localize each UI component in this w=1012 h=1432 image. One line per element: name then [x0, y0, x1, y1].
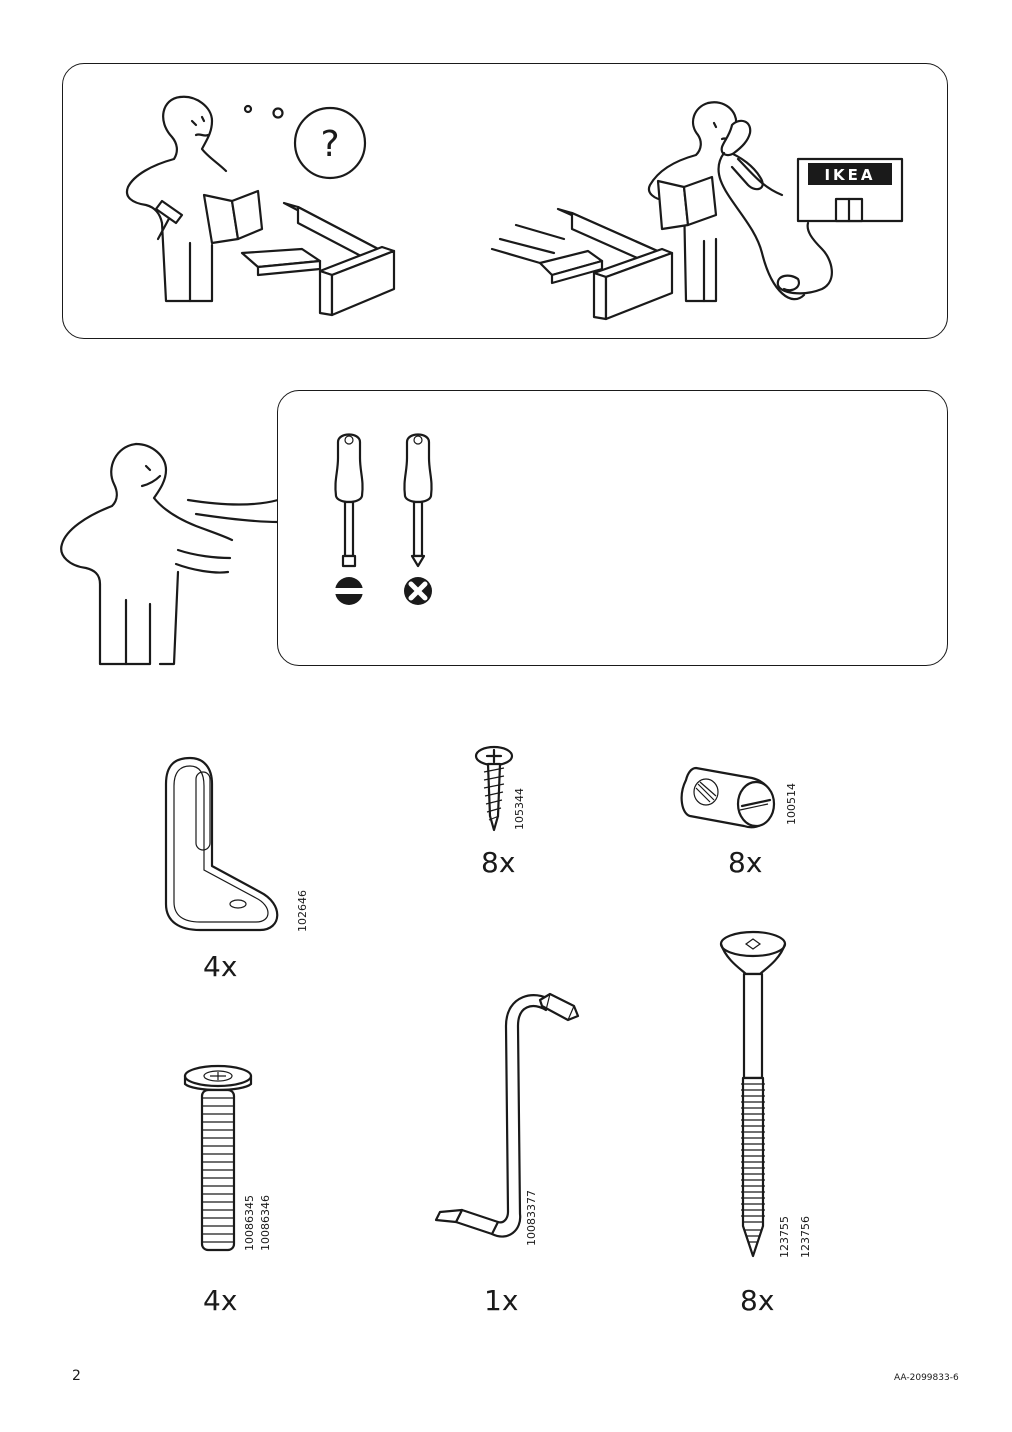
cross-dowel-nut-illustration — [680, 766, 776, 829]
document-code: AA-2099833-6 — [894, 1373, 959, 1383]
allen-key-quantity: 1x — [484, 1284, 519, 1317]
long-bolt-article-number-1: 123755 — [778, 1216, 791, 1258]
wood-screw-quantity: 8x — [481, 846, 516, 879]
wood-screw-illustration — [474, 745, 514, 832]
angle-bracket-illustration — [164, 756, 279, 932]
pointing-person-illustration — [60, 442, 280, 666]
bolt-article-number-2: 10086346 — [259, 1195, 272, 1251]
cross-dowel-nut-quantity: 8x — [728, 846, 763, 879]
confused-person-illustration: ? IKEA — [125, 95, 904, 321]
slot-icon — [335, 588, 363, 594]
bolt-quantity: 4x — [203, 1284, 238, 1317]
allen-key-illustration — [434, 992, 580, 1238]
bolt-article-number-1: 10086345 — [243, 1195, 256, 1251]
phillips-screwdriver-icon — [403, 433, 433, 605]
store-sign: IKEA — [824, 166, 875, 184]
bolt-illustration — [183, 1064, 253, 1252]
angle-bracket-quantity: 4x — [203, 950, 238, 983]
cross-dowel-nut-article-number: 100514 — [785, 783, 798, 825]
long-bolt-illustration — [719, 930, 787, 1258]
help-question-mark: ? — [320, 124, 339, 165]
allen-key-article-number: 10083377 — [525, 1190, 538, 1246]
long-bolt-article-number-2: 123756 — [799, 1216, 812, 1258]
angle-bracket-article-number: 102646 — [296, 890, 309, 932]
long-bolt-quantity: 8x — [740, 1284, 775, 1317]
wood-screw-article-number: 105344 — [513, 788, 526, 830]
cross-icon — [408, 581, 428, 601]
page-number: 2 — [72, 1368, 81, 1384]
tools-panel — [277, 390, 948, 666]
flathead-screwdriver-icon — [334, 433, 364, 605]
